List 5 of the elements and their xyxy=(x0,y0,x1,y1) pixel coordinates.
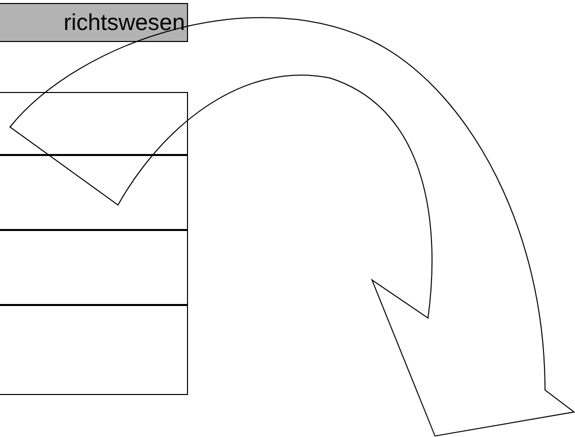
table-row xyxy=(0,230,188,305)
table-row xyxy=(0,305,188,395)
header-box: richtswesen xyxy=(0,3,188,42)
table-row xyxy=(0,155,188,230)
table-row xyxy=(0,92,188,155)
